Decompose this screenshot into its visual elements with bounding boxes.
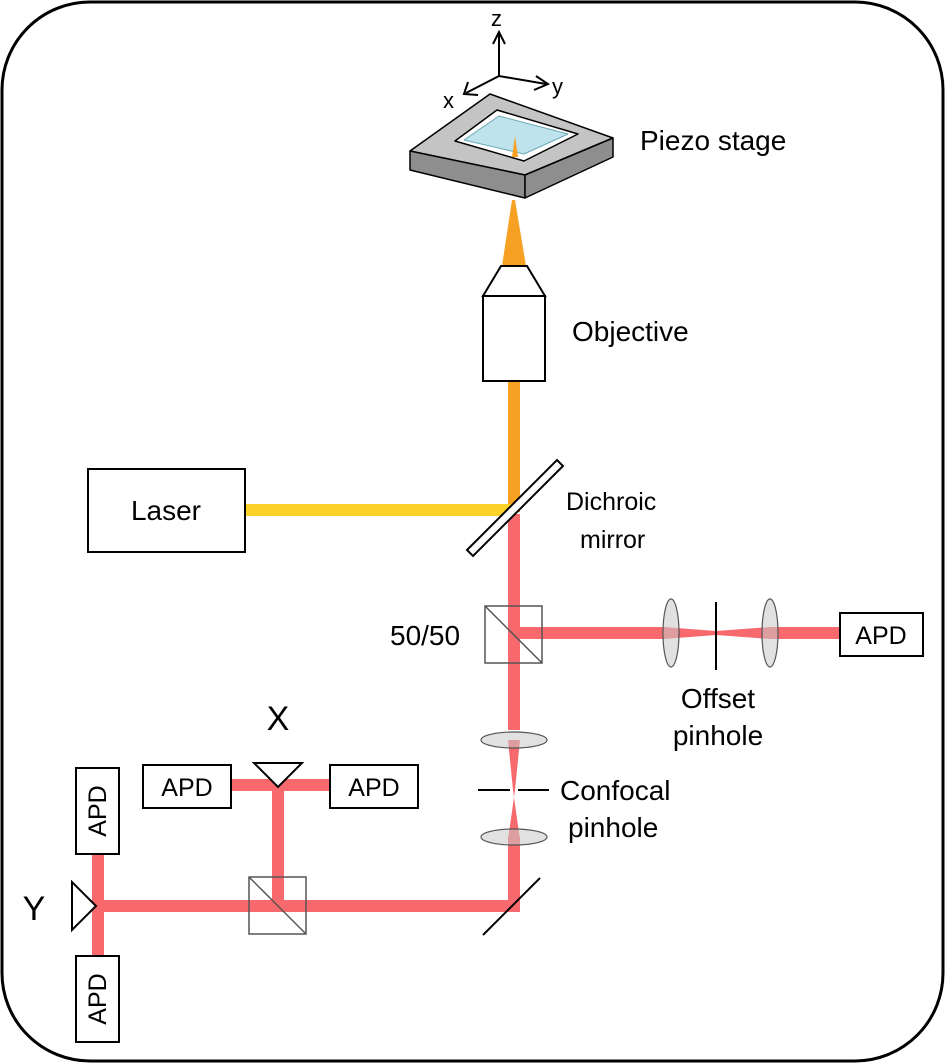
laser-label: Laser bbox=[131, 495, 201, 526]
apd-y-top bbox=[75, 767, 120, 855]
confocal-lens-2 bbox=[480, 828, 548, 846]
piezo-stage bbox=[409, 93, 614, 199]
axes-indicator bbox=[462, 29, 551, 96]
focus-tip bbox=[512, 136, 518, 157]
y-prism bbox=[71, 879, 98, 933]
turning-mirror bbox=[482, 877, 541, 936]
beam-bottom-horizontal bbox=[96, 900, 520, 912]
dichroic-label-line1: Dichroic bbox=[566, 488, 656, 516]
stage-right-face bbox=[524, 137, 614, 199]
confocal-pinhole-label-line1: Confocal bbox=[560, 775, 671, 806]
offset-pinhole-label-line2: pinhole bbox=[673, 720, 763, 751]
apd-x-left bbox=[142, 764, 232, 809]
y-detector-label: Y bbox=[23, 890, 46, 928]
beam-offset-arm-1 bbox=[514, 627, 666, 639]
objective-body bbox=[482, 295, 546, 382]
beam-detection-vertical-top bbox=[508, 514, 520, 730]
apd-y-bottom bbox=[75, 955, 120, 1043]
beam-objective-dichroic bbox=[508, 380, 520, 512]
beam-detection-vertical-bottom bbox=[508, 836, 520, 912]
laser-box bbox=[87, 468, 246, 553]
offset-lens-1 bbox=[662, 598, 680, 668]
offset-pinhole-label-line1: Offset bbox=[681, 683, 755, 714]
beam-offset-arm-2 bbox=[768, 627, 840, 639]
dichroic-label-line2: mirror bbox=[580, 526, 645, 554]
objective bbox=[481, 265, 547, 382]
offset-lens-2 bbox=[761, 598, 779, 668]
axis-x-label: x bbox=[443, 88, 454, 113]
beam-x-vertical bbox=[272, 783, 284, 907]
piezo-stage-label: Piezo stage bbox=[640, 125, 786, 156]
splitter-label: 50/50 bbox=[390, 620, 460, 651]
apd-x-right-label: APD bbox=[348, 774, 399, 802]
sample-slide bbox=[463, 115, 569, 155]
beam-laser bbox=[245, 504, 515, 516]
beam-splitter-50-50 bbox=[484, 605, 543, 664]
dichroic-mirror bbox=[465, 458, 565, 558]
axis-z-label: z bbox=[491, 6, 502, 31]
apd-y-top-label: APD bbox=[84, 785, 112, 836]
axis-y-label: y bbox=[552, 74, 563, 99]
confocal-pinhole-label-line2: pinhole bbox=[568, 812, 658, 843]
apd-x-right bbox=[329, 764, 419, 809]
confocal-focus bbox=[508, 740, 520, 840]
objective-label: Objective bbox=[572, 316, 689, 347]
x-prism bbox=[251, 762, 305, 789]
apd-x-left-label: APD bbox=[161, 774, 212, 802]
beam-splitter-xy bbox=[248, 876, 307, 935]
apd-offset bbox=[839, 612, 924, 657]
x-detector-label: X bbox=[267, 700, 290, 738]
confocal-lens-1 bbox=[480, 731, 548, 749]
apd-offset-label: APD bbox=[855, 622, 906, 650]
focused-cone bbox=[502, 200, 526, 266]
beam-y-vertical bbox=[92, 853, 104, 957]
apd-y-bottom-label: APD bbox=[84, 973, 112, 1024]
